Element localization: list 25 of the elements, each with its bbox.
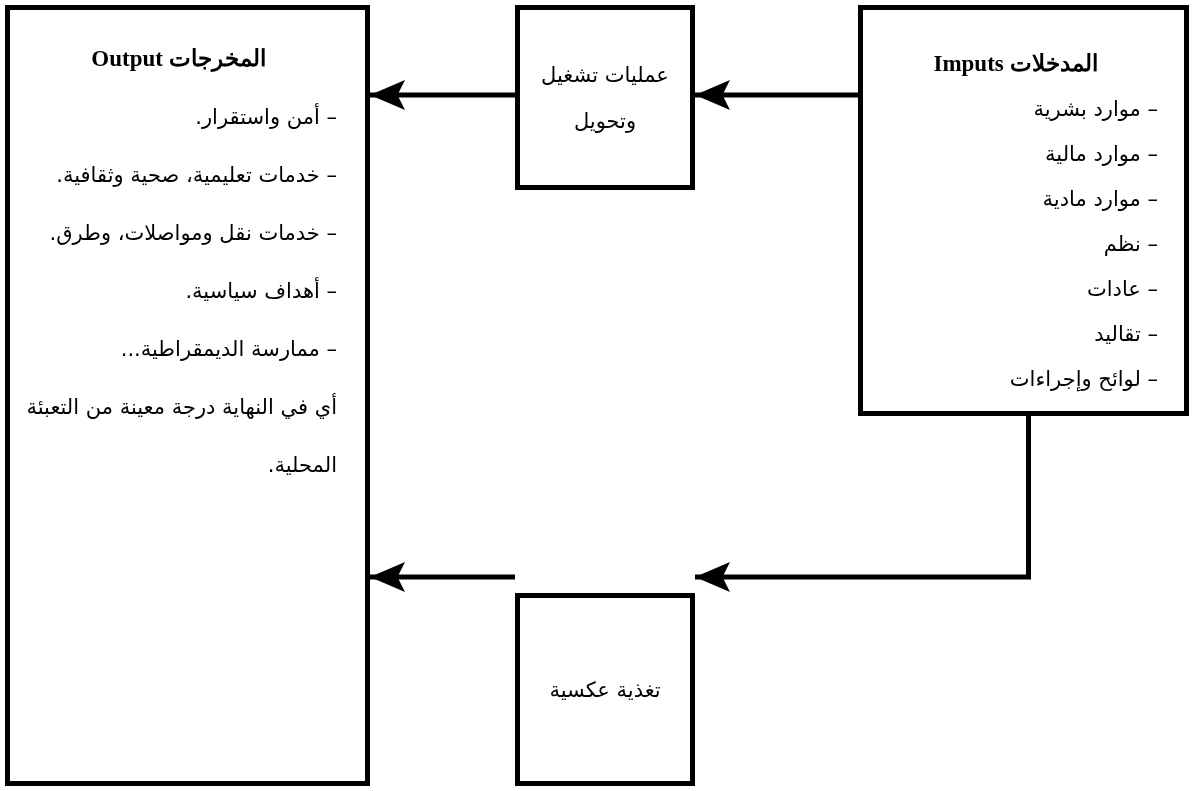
box-label: عمليات تشغيل وتحويل — [540, 61, 670, 135]
list-item: – عادات — [1085, 275, 1158, 303]
list-item: – لوائح وإجراءات — [1008, 365, 1158, 394]
arrow — [370, 562, 515, 592]
list-item: – أهداف سياسية. — [184, 276, 337, 305]
process-box — [515, 5, 695, 190]
list-item: – موارد بشرية — [1032, 95, 1158, 123]
feedback-box — [515, 593, 695, 786]
list-item: – خدمات تعليمية، صحية وثقافية. — [55, 162, 337, 189]
list-item: – نظم — [1102, 230, 1158, 258]
arrow — [370, 80, 515, 110]
list-item: – تقاليد — [1093, 320, 1158, 348]
list-item: – أمن واستقرار. — [194, 102, 337, 131]
arrow — [695, 416, 1031, 592]
box-heading: المخرجات Output — [90, 45, 267, 74]
arrow — [695, 80, 858, 110]
list-item: – خدمات نقل ومواصلات، وطرق. — [48, 220, 337, 247]
box-heading: المدخلات Imputs — [932, 50, 1099, 78]
outputs-box — [5, 5, 370, 786]
box-label: تغذية عكسية — [549, 676, 661, 704]
list-item: – ممارسة الديمقراطية... — [119, 336, 337, 363]
list-item: – موارد مادية — [1041, 185, 1158, 213]
inputs-box — [858, 5, 1189, 416]
list-item: – موارد مالية — [1044, 140, 1158, 168]
list-item: أي في النهاية درجة معينة من التعبئة المحلية. — [25, 392, 337, 479]
